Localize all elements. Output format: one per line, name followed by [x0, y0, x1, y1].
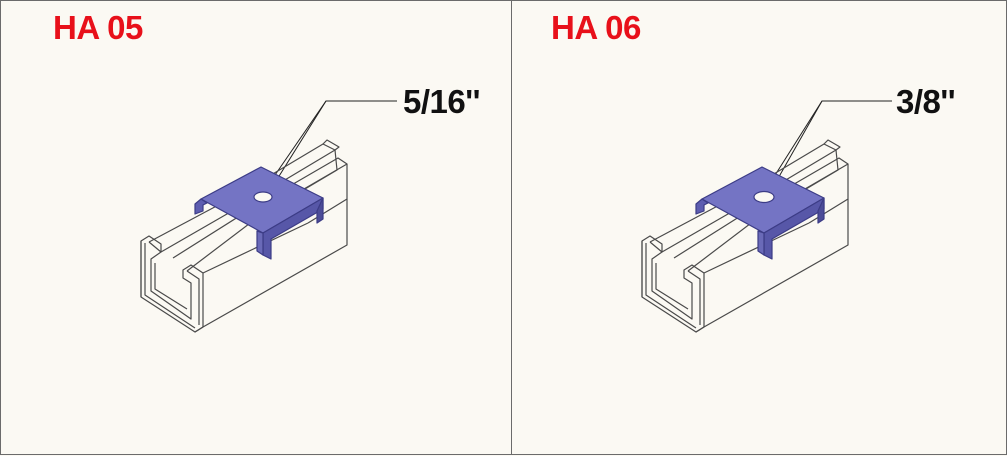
strut-channel — [641, 139, 849, 333]
channel-clamp-illustration — [140, 100, 397, 333]
channel-clamp-illustration — [641, 100, 892, 333]
hole-size-label: 3/8'' — [896, 83, 956, 120]
part-code: HA 05 — [53, 9, 143, 46]
panel-ha-05: HA 05 5/16'' — [0, 0, 512, 455]
clamp-plate — [695, 166, 825, 260]
strut-channel — [140, 139, 348, 333]
clamp-plate — [194, 166, 324, 260]
hole-size-label: 5/16'' — [403, 83, 480, 120]
part-code: HA 06 — [551, 9, 641, 46]
panel-ha-06: HA 06 3/8'' — [511, 0, 1007, 455]
leader-line — [263, 100, 397, 192]
leader-line — [764, 100, 892, 192]
